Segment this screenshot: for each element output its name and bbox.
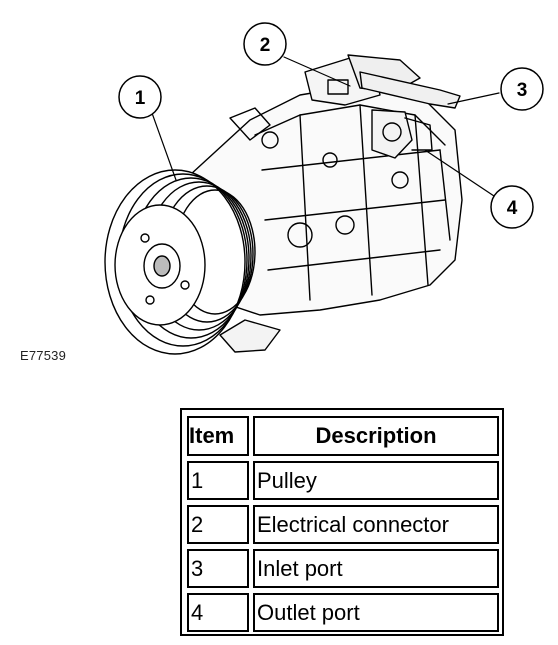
callout-1: 1 [118,75,162,119]
row-4-item: 4 [187,593,249,632]
top-fittings [304,54,461,159]
callout-1-label: 1 [135,88,146,109]
pulley-drawing [104,169,256,355]
header-item: Item [187,416,249,456]
row-1-description: Pulley [253,461,499,500]
row-1-item: 1 [187,461,249,500]
callout-2: 2 [243,22,287,66]
callout-4-label: 4 [507,198,518,219]
callout-leaders [151,56,500,197]
row-3-item: 3 [187,549,249,588]
figure-code: E77539 [20,348,67,363]
row-4-description: Outlet port [253,593,499,632]
header-description: Description [253,416,499,456]
callout-4: 4 [490,185,534,229]
row-3-description: Inlet port [253,549,499,588]
callout-3-label: 3 [517,80,528,101]
row-2-description: Electrical connector [253,505,499,544]
compressor-diagram: 1 2 3 4 [104,22,544,355]
callout-3: 3 [500,67,544,111]
legend-table: Item Description 1 Pulley 2 Electrical c… [180,408,504,636]
row-2-item: 2 [187,505,249,544]
callout-2-label: 2 [260,35,271,56]
